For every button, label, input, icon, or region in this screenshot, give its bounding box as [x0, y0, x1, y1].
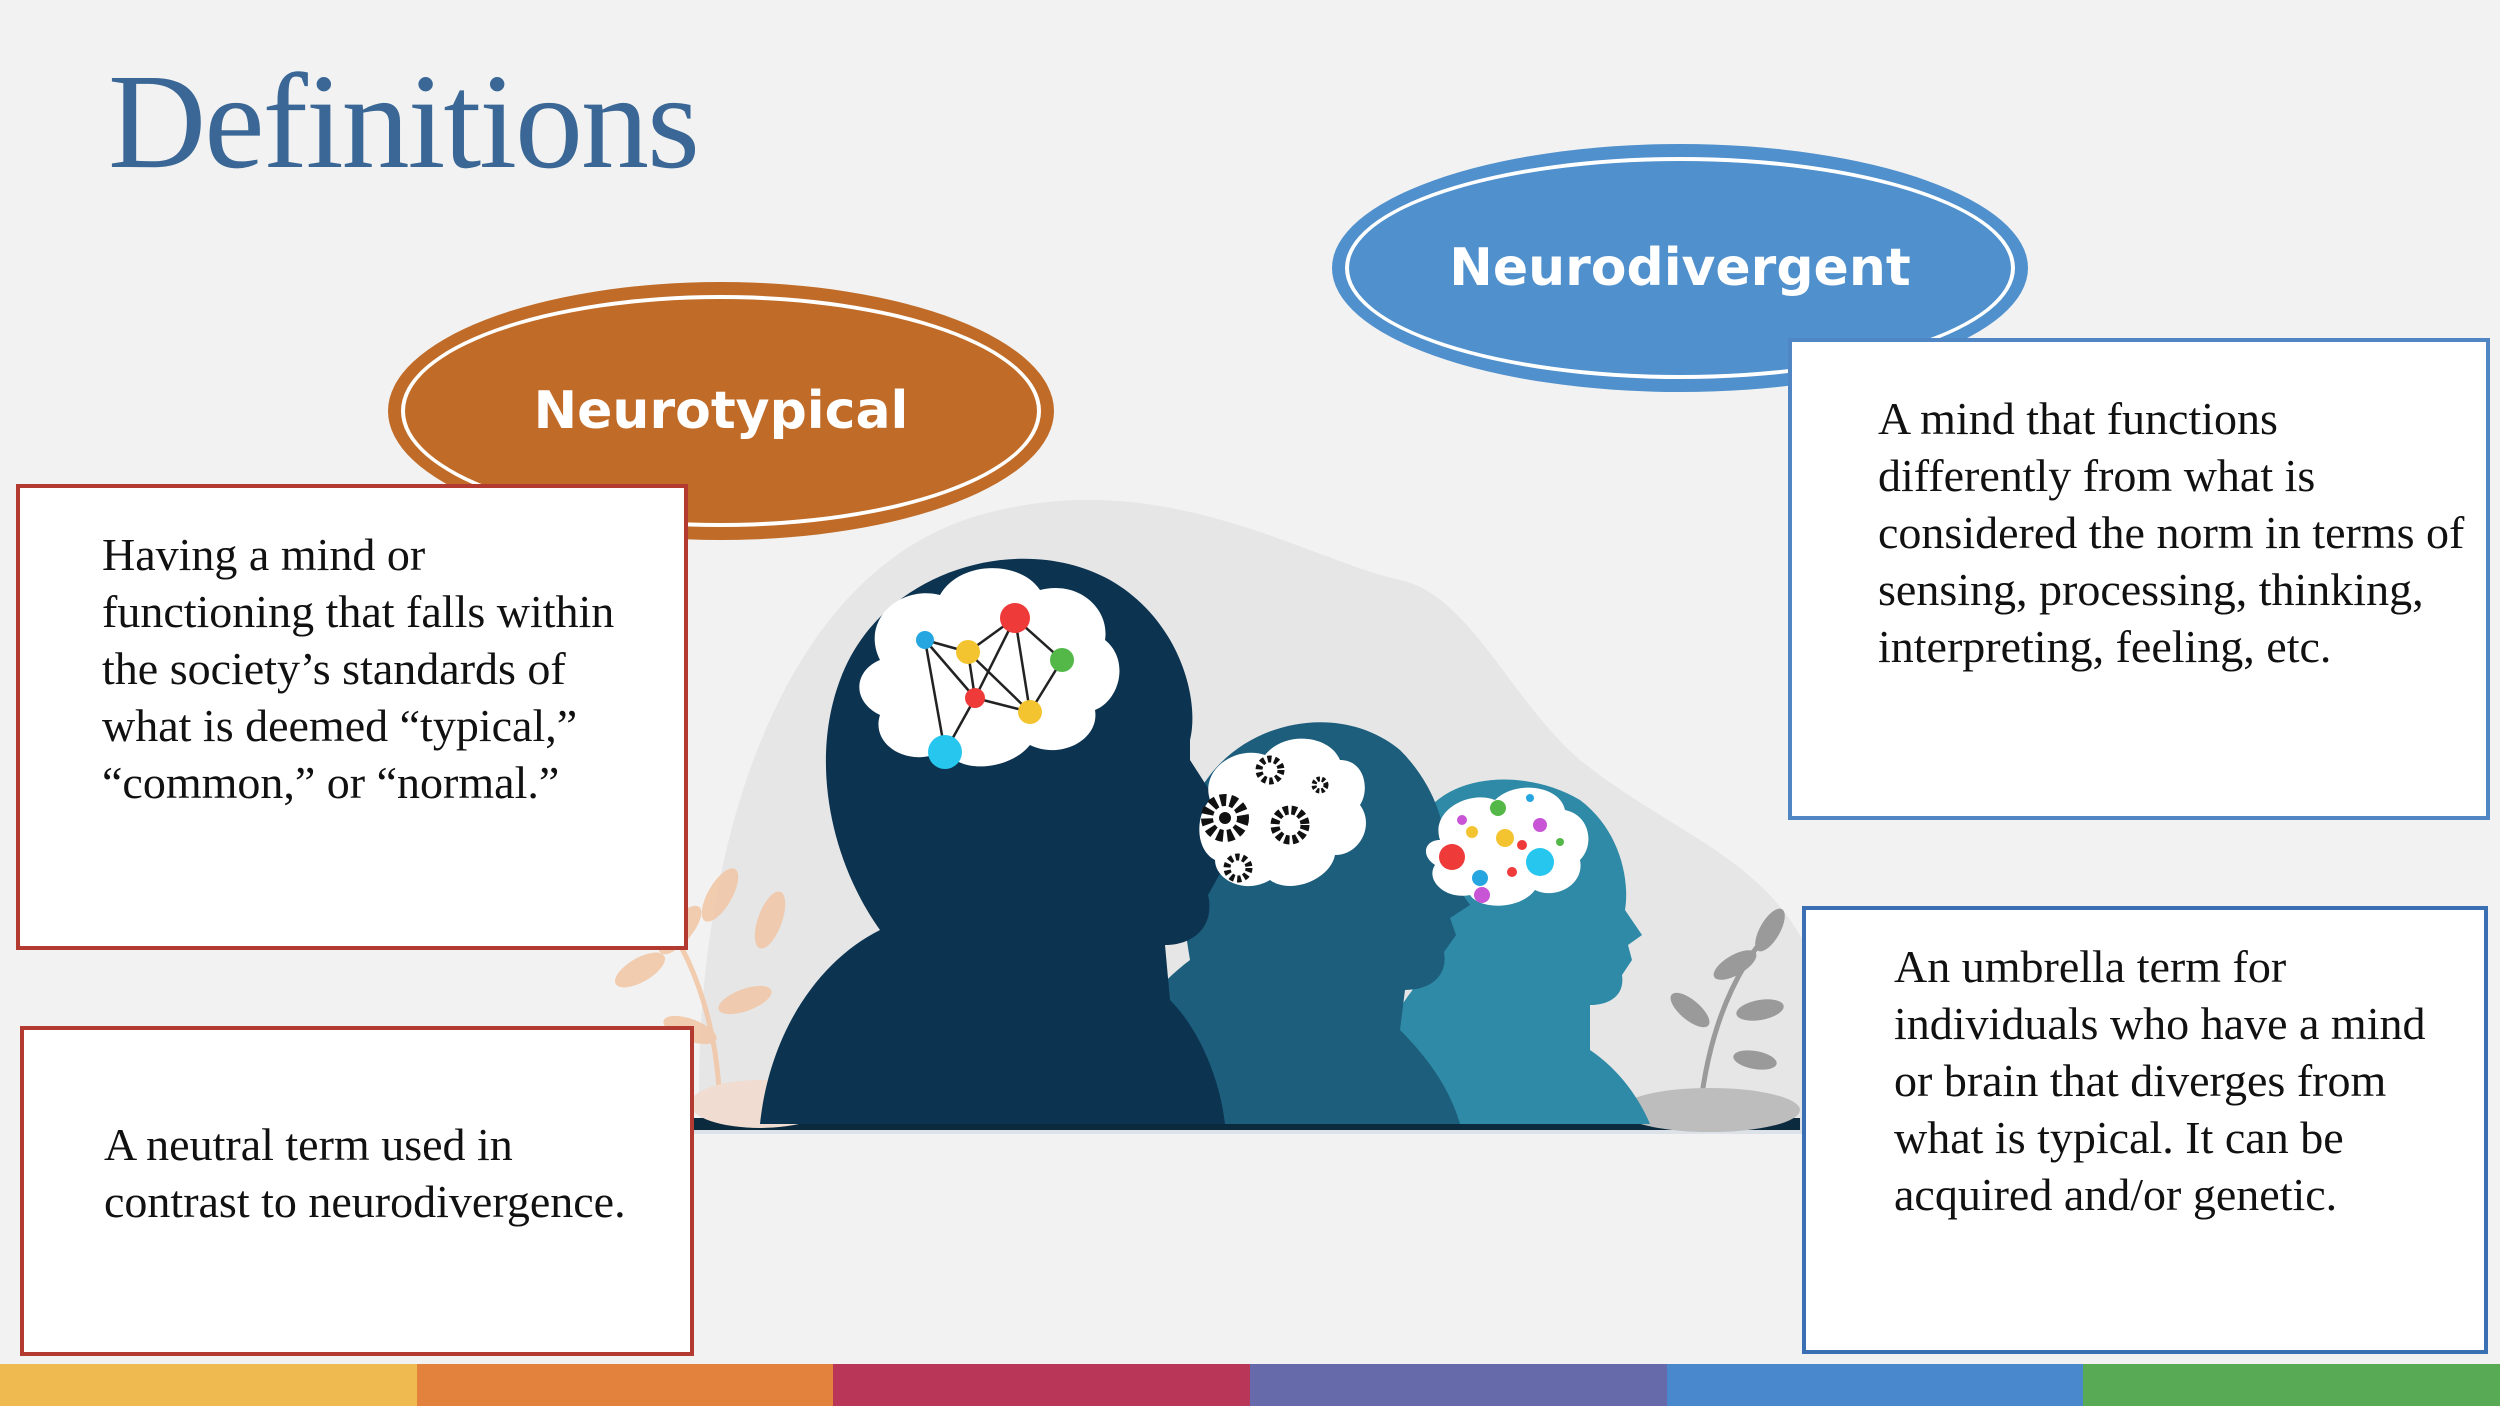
neurodivergent-definition: A mind that functions differently from w…: [1878, 393, 2465, 672]
leaf-plant-right-icon: [1670, 908, 1785, 1111]
footer-stripe: [2083, 1364, 2500, 1406]
footer-stripe: [416, 1364, 834, 1406]
footer-stripe: [1666, 1364, 2084, 1406]
neurotypical-note-box: A neutral term used in contrast to neuro…: [20, 1026, 694, 1356]
neurodivergent-note: An umbrella term for individuals who hav…: [1894, 941, 2426, 1220]
footer-stripe: [1250, 1364, 1667, 1406]
footer-stripe: [833, 1364, 1251, 1406]
neurotypical-definition-box: Having a mind or functioning that falls …: [16, 484, 688, 950]
neurotypical-definition: Having a mind or functioning that falls …: [102, 529, 615, 808]
neurodivergent-note-box: An umbrella term for individuals who hav…: [1802, 906, 2488, 1354]
footer-stripe: [0, 1364, 417, 1406]
network-brain-icon: [859, 568, 1120, 769]
footer-color-stripes: [0, 1364, 2500, 1406]
neurotypical-note: A neutral term used in contrast to neuro…: [104, 1119, 626, 1227]
neurodivergent-definition-box: A mind that functions differently from w…: [1788, 338, 2490, 820]
neurodivergent-label: Neurodivergent: [1449, 238, 1911, 298]
gears-brain-icon: [1199, 738, 1366, 887]
dots-brain-icon: [1425, 787, 1589, 906]
rock-right: [1620, 1088, 1800, 1132]
neurotypical-label: Neurotypical: [533, 381, 909, 441]
slide-title: Definitions: [108, 47, 700, 197]
